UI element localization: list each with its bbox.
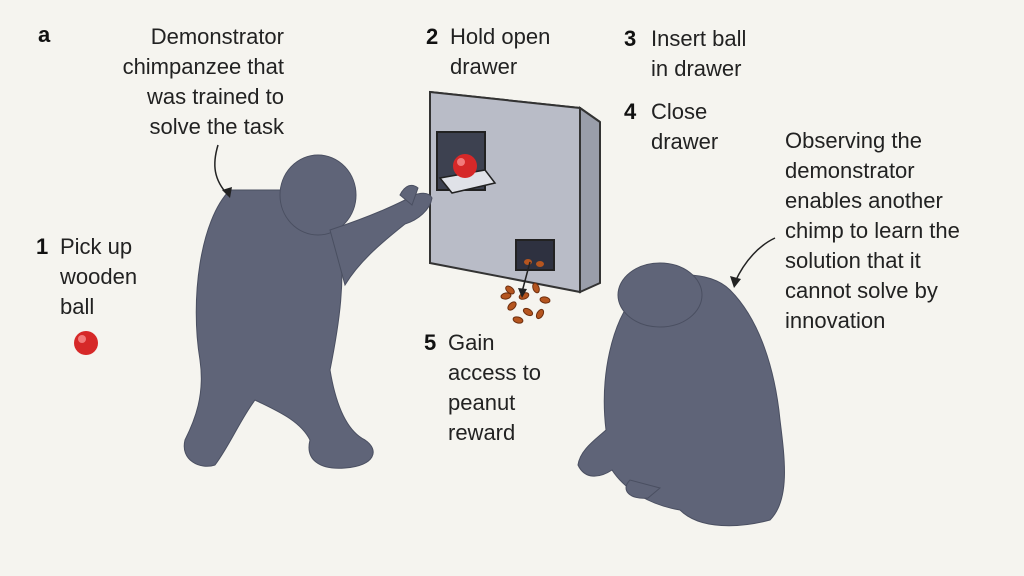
step-2-number: 2 [426, 22, 438, 52]
demonstrator-chimp [184, 155, 432, 468]
observer-chimp [578, 263, 784, 526]
observer-caption: Observing the demonstrator enables anoth… [785, 126, 1017, 336]
observer-arrowhead [730, 276, 741, 288]
demonstrator-arrow [215, 145, 228, 195]
step-1-number: 1 [36, 232, 48, 262]
panel-label: a [38, 22, 50, 48]
reward-hatch [516, 240, 554, 270]
observer-arrow [735, 238, 775, 282]
step-3-text: Insert ball in drawer [651, 24, 746, 84]
puzzle-box [430, 92, 600, 292]
peanut-reward [501, 282, 551, 324]
wooden-ball-floor [74, 331, 98, 355]
step-1-text: Pick up wooden ball [60, 232, 137, 322]
step-4-text: Close drawer [651, 97, 718, 157]
demonstrator-caption: Demonstrator chimpanzee that was trained… [70, 22, 284, 142]
step-3-number: 3 [624, 24, 636, 54]
step-5-text: Gain access to peanut reward [448, 328, 541, 448]
step-5-number: 5 [424, 328, 436, 358]
step-4-number: 4 [624, 97, 636, 127]
step-2-text: Hold open drawer [450, 22, 550, 82]
